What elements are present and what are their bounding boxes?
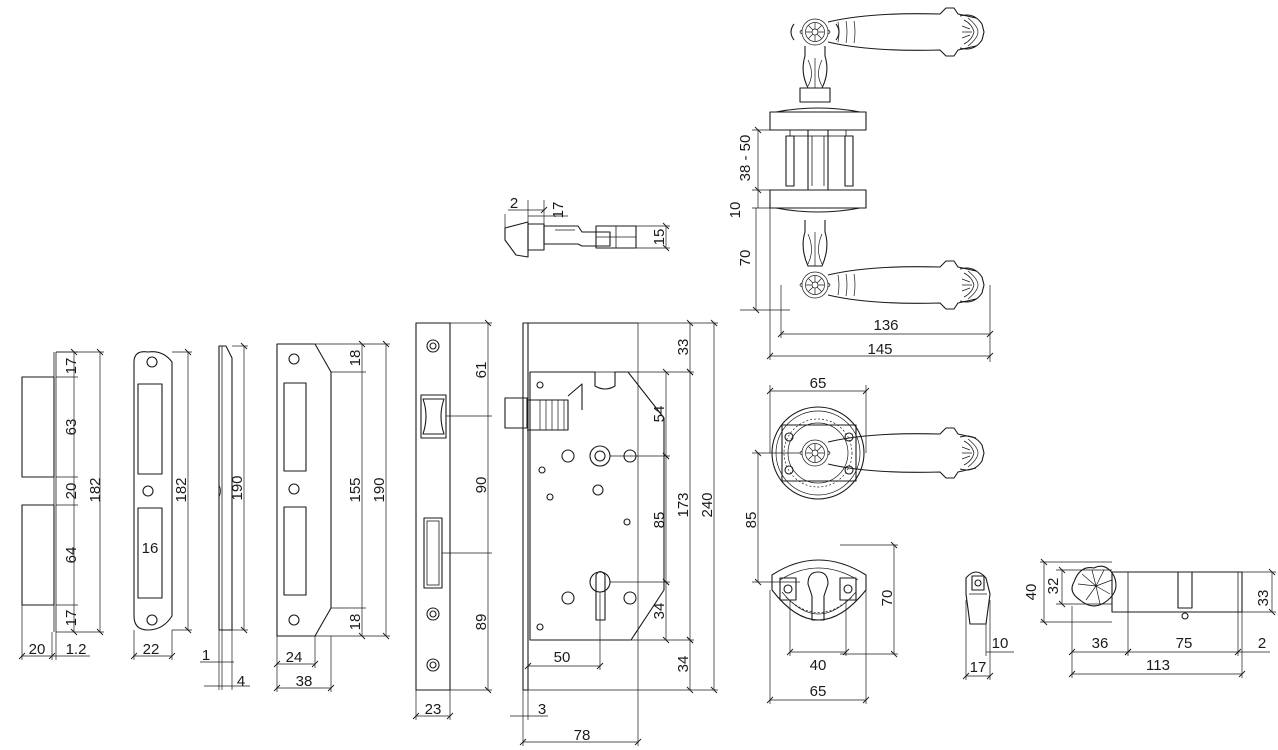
dim-cyl-33: 33 xyxy=(1255,590,1272,607)
dim-front-plate-22: 22 xyxy=(143,641,160,658)
strike-plate-view xyxy=(21,352,57,632)
dim-front-plate-182: 182 xyxy=(173,477,190,502)
dim-body-34-outer: 34 xyxy=(675,656,692,673)
dim-cyl-75: 75 xyxy=(1176,635,1193,652)
dim-handle-range: 38 - 50 xyxy=(737,135,754,182)
dim-rose-85: 85 xyxy=(743,512,760,529)
dim-strike-width: 20 xyxy=(29,641,46,658)
dimension-labels: 17 63 20 64 17 182 20 1.2 182 16 22 190 … xyxy=(29,135,1272,744)
dim-side-190: 190 xyxy=(229,475,246,500)
side-profile-view xyxy=(218,345,233,631)
dim-cyl-36: 36 xyxy=(1092,635,1109,652)
dim-rose-65-top: 65 xyxy=(810,375,827,392)
dim-lock-face-90: 90 xyxy=(473,477,490,494)
dim-rose-65-bottom: 65 xyxy=(810,683,827,700)
front-plate-view xyxy=(133,351,173,631)
dim-faceplate-38: 38 xyxy=(296,673,313,690)
dim-side-4: 4 xyxy=(237,673,245,690)
rose-view xyxy=(771,406,985,621)
dim-lock-face-23: 23 xyxy=(425,701,442,718)
dim-handle-136: 136 xyxy=(873,317,898,334)
dim-body-3: 3 xyxy=(538,701,546,718)
dim-body-240: 240 xyxy=(699,492,716,517)
lock-body-view xyxy=(504,322,665,691)
dim-strike-63: 63 xyxy=(63,419,80,436)
dim-faceplate-24: 24 xyxy=(286,649,303,666)
dim-faceplate-190: 190 xyxy=(371,477,388,502)
dim-handle-145: 145 xyxy=(867,341,892,358)
dim-rose-40: 40 xyxy=(810,657,827,674)
faceplate-view xyxy=(276,343,332,637)
dim-body-173: 173 xyxy=(675,492,692,517)
dim-cyl-40: 40 xyxy=(1023,584,1040,601)
dimension-lines xyxy=(18,126,1276,746)
dim-latch-17: 17 xyxy=(550,202,567,219)
dim-cyl-113: 113 xyxy=(1146,657,1170,674)
dim-body-54: 54 xyxy=(651,406,668,423)
dim-faceplate-155: 155 xyxy=(347,477,364,502)
dim-thumb-17: 17 xyxy=(970,659,987,676)
dim-body-34-inner: 34 xyxy=(651,603,668,620)
dim-handle-10: 10 xyxy=(727,202,744,219)
dim-strike-64: 64 xyxy=(63,547,80,564)
dim-body-85: 85 xyxy=(651,512,668,529)
dim-body-50: 50 xyxy=(554,649,571,666)
dim-cyl-2: 2 xyxy=(1258,635,1266,652)
dim-lock-face-61: 61 xyxy=(473,362,490,379)
dim-thumb-10: 10 xyxy=(992,635,1009,652)
dim-rose-70: 70 xyxy=(879,590,896,607)
dim-side-1: 1 xyxy=(202,647,210,664)
dim-lock-face-89: 89 xyxy=(473,614,490,631)
dim-strike-17-bottom: 17 xyxy=(63,610,80,627)
dim-cyl-32: 32 xyxy=(1045,578,1062,595)
handle-assembly-view xyxy=(769,7,985,310)
cylinder-view xyxy=(1071,565,1243,620)
dim-handle-70: 70 xyxy=(737,250,754,267)
thumb-turn-view xyxy=(965,571,991,625)
dim-strike-thickness: 1.2 xyxy=(66,641,87,658)
dim-faceplate-18-top: 18 xyxy=(347,350,364,367)
latch-view xyxy=(504,221,637,258)
lock-face-view xyxy=(415,322,451,691)
dim-body-33: 33 xyxy=(675,339,692,356)
dim-latch-2: 2 xyxy=(510,195,518,212)
dim-strike-182: 182 xyxy=(87,477,104,502)
dim-body-78: 78 xyxy=(574,727,591,744)
dim-strike-17-top: 17 xyxy=(63,358,80,375)
dim-latch-15: 15 xyxy=(651,229,668,246)
dim-front-plate-16: 16 xyxy=(142,540,159,557)
dim-faceplate-18-bottom: 18 xyxy=(347,614,364,631)
dim-strike-20: 20 xyxy=(63,483,80,500)
